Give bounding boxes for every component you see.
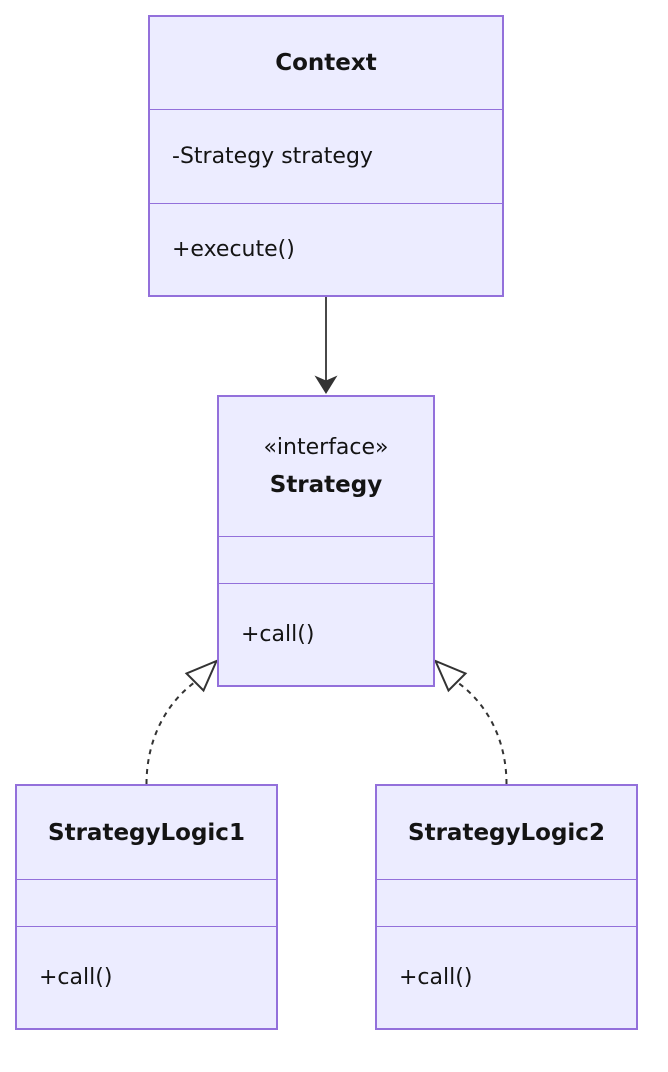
attributes-section-empty — [219, 537, 433, 584]
edge-logic2-to-strategy — [433, 659, 508, 785]
methods-section: +execute() — [150, 204, 502, 295]
dashed-realization-line — [456, 681, 508, 785]
edge-logic1-to-strategy — [145, 659, 219, 785]
class-name: Context — [275, 50, 377, 76]
class-title-section: StrategyLogic2 — [377, 786, 636, 880]
class-title-section: StrategyLogic1 — [17, 786, 276, 880]
edge-context-to-strategy — [314, 297, 338, 394]
hollow-triangle-arrowhead-icon — [433, 659, 468, 693]
attribute-item: -Strategy strategy — [172, 144, 373, 169]
class-node-strategylogic1: StrategyLogic1 +call() — [15, 784, 278, 1030]
solid-arrowhead-icon — [314, 375, 338, 394]
method-item: +call() — [39, 965, 113, 990]
class-node-strategy: «interface» Strategy +call() — [217, 395, 435, 687]
class-node-context: Context -Strategy strategy +execute() — [148, 15, 504, 297]
attributes-section-empty — [17, 880, 276, 927]
class-title-section: «interface» Strategy — [219, 397, 433, 537]
class-node-strategylogic2: StrategyLogic2 +call() — [375, 784, 638, 1030]
methods-section: +call() — [377, 927, 636, 1028]
dashed-realization-line — [145, 681, 196, 785]
class-name: StrategyLogic1 — [48, 819, 245, 846]
class-title-section: Context — [150, 17, 502, 110]
attributes-section: -Strategy strategy — [150, 110, 502, 204]
methods-section: +call() — [219, 584, 433, 685]
methods-section: +call() — [17, 927, 276, 1028]
stereotype-label: «interface» — [263, 435, 389, 460]
method-item: +call() — [241, 622, 315, 647]
method-item: +call() — [399, 965, 473, 990]
method-item: +execute() — [172, 237, 295, 262]
hollow-triangle-arrowhead-icon — [184, 659, 219, 693]
class-name: Strategy — [269, 472, 383, 498]
attributes-section-empty — [377, 880, 636, 927]
class-name: StrategyLogic2 — [408, 819, 605, 846]
